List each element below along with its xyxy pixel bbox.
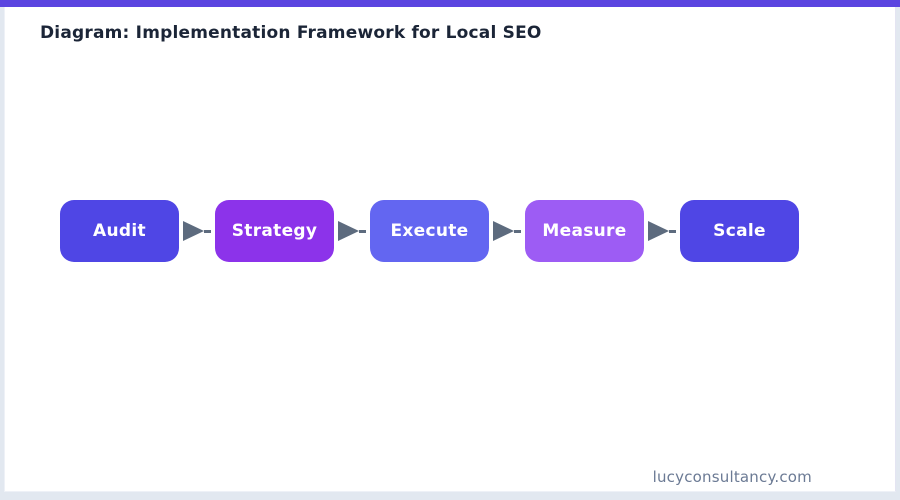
arrow-right-icon bbox=[334, 200, 370, 262]
arrow-tail bbox=[514, 229, 521, 233]
arrow-right-icon bbox=[489, 200, 525, 262]
arrow-tail bbox=[669, 229, 676, 233]
arrow-right-icon bbox=[644, 200, 680, 262]
step-box-execute: Execute bbox=[370, 200, 489, 262]
arrow-head-icon bbox=[183, 221, 204, 241]
footer-website-text: lucyconsultancy.com bbox=[652, 468, 812, 486]
flow-diagram: Audit Strategy Execute Measure Scale bbox=[60, 200, 799, 262]
step-box-strategy: Strategy bbox=[215, 200, 334, 262]
arrow-tail bbox=[359, 229, 366, 233]
page-title: Diagram: Implementation Framework for Lo… bbox=[40, 23, 542, 43]
arrow-head-icon bbox=[338, 221, 359, 241]
step-box-audit: Audit bbox=[60, 200, 179, 262]
step-box-measure: Measure bbox=[525, 200, 644, 262]
step-box-scale: Scale bbox=[680, 200, 799, 262]
arrow-right-icon bbox=[179, 200, 215, 262]
top-accent-bar bbox=[0, 0, 900, 7]
arrow-head-icon bbox=[493, 221, 514, 241]
arrow-head-icon bbox=[648, 221, 669, 241]
arrow-tail bbox=[204, 229, 211, 233]
